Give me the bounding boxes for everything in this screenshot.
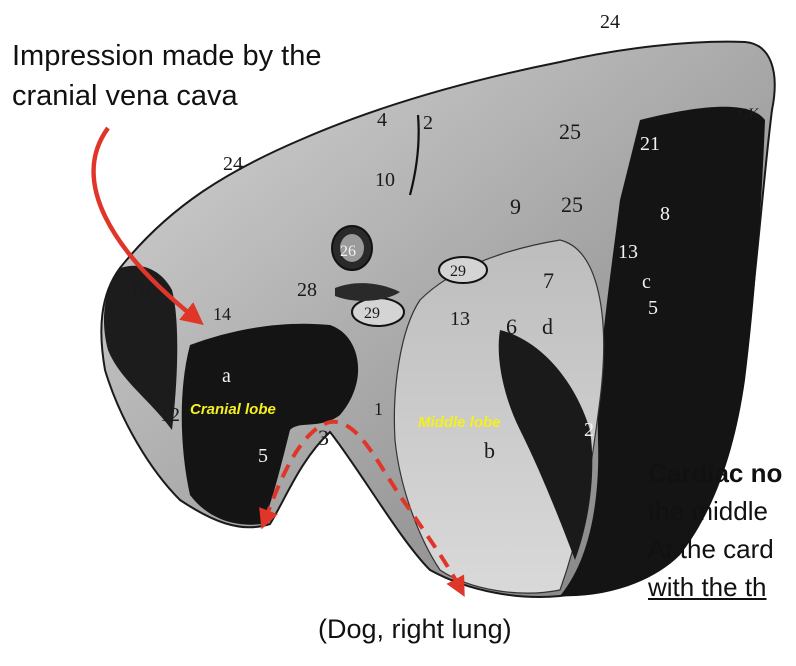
label-8: 8 — [660, 203, 670, 225]
label-24-left: 24 — [223, 153, 243, 175]
cardiac-notch-arrow — [259, 419, 465, 597]
label-24-top: 24 — [600, 11, 620, 33]
label-14: 14 — [213, 304, 231, 324]
lung-left-edge — [104, 265, 178, 430]
label-7: 7 — [543, 268, 554, 293]
label-26: 26 — [340, 243, 356, 260]
label-2-top: 2 — [423, 112, 433, 134]
figure-caption: (Dog, right lung) — [318, 614, 512, 644]
label-d: d — [542, 314, 553, 339]
label-29-top: 29 — [450, 263, 466, 280]
cranial-lobe-label: Cranial lobe — [190, 401, 276, 418]
label-5-left: 5 — [258, 445, 268, 467]
label-13-right: 13 — [618, 241, 638, 263]
label-29-bottom: 29 — [364, 305, 380, 322]
vessel-28 — [335, 283, 400, 301]
label-b: b — [484, 438, 495, 463]
cardiac-notch-heading: Cardiac no — [648, 458, 783, 488]
vessel-26-lumen — [340, 234, 364, 262]
label-a: a — [222, 365, 231, 387]
label-2-right: 2 — [584, 419, 594, 441]
label-28: 28 — [297, 279, 317, 301]
middle-lobe-dark — [498, 330, 593, 560]
middle-lobe-surface — [393, 239, 605, 594]
cardiac-note-line-2: the middle — [648, 496, 768, 526]
label-13-mid: 13 — [450, 308, 470, 330]
label-1: 1 — [374, 399, 383, 419]
cardiac-note-line-3: At the card — [648, 534, 774, 564]
label-25-mid: 25 — [561, 192, 583, 217]
label-5-right: 5 — [648, 297, 658, 319]
label-c: c — [642, 271, 651, 293]
cardiac-notch-note: Cardiac no the middle At the card with t… — [648, 454, 782, 606]
label-21: 21 — [640, 133, 660, 155]
label-10: 10 — [375, 169, 395, 191]
label-16: 16 — [130, 280, 150, 302]
vessel-29-top — [438, 256, 488, 284]
label-6: 6 — [506, 314, 517, 339]
fissure-line — [408, 114, 420, 196]
cranial-lobe-dark — [181, 323, 359, 525]
impression-line-1: Impression made by the — [12, 40, 322, 72]
label-9: 9 — [510, 194, 521, 219]
label-gk: GK — [738, 106, 760, 122]
lung-dark-right — [560, 106, 765, 597]
label-3: 3 — [318, 425, 329, 450]
impression-arrow — [91, 126, 204, 326]
cardiac-note-line-4: with the th — [648, 572, 767, 602]
label-25-top: 25 — [559, 119, 581, 144]
impression-line-2: cranial vena cava — [12, 80, 238, 112]
impression-annotation: Impression made by the cranial vena cava — [12, 36, 321, 116]
label-4: 4 — [377, 109, 387, 131]
middle-lobe-label: Middle lobe — [418, 414, 501, 431]
label-12: 12 — [160, 404, 180, 426]
